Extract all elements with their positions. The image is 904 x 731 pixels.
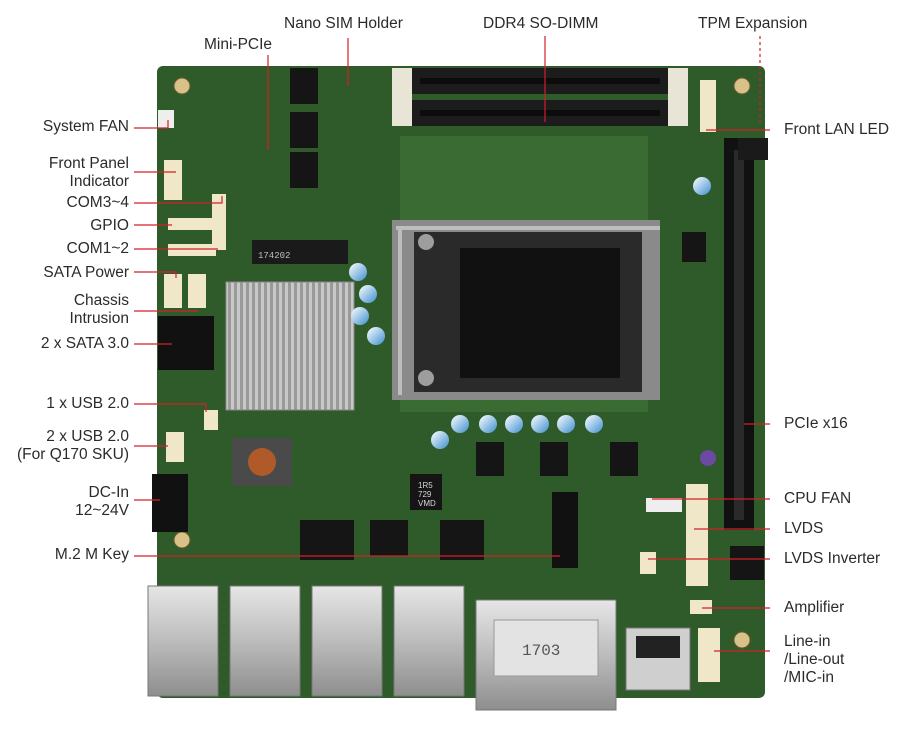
label-usb20-dual: 2 x USB 2.0(For Q170 SKU) xyxy=(17,428,129,463)
label-front-lan-led: Front LAN LED xyxy=(784,121,890,138)
ic-chips xyxy=(290,68,764,580)
cpu-socket xyxy=(392,220,660,400)
inductor-mark-3: VMD xyxy=(418,499,436,508)
label-lvds-inverter: LVDS Inverter xyxy=(784,550,881,567)
capacitors xyxy=(349,177,716,466)
pcie-x16-slot xyxy=(724,138,768,530)
audio-header xyxy=(698,628,720,682)
mini-pcie-slot xyxy=(252,240,348,264)
dimm-slots xyxy=(392,68,688,126)
inductor-mark-2: 729 xyxy=(418,490,432,499)
label-pcie-x16: PCIe x16 xyxy=(784,415,848,432)
rear-io xyxy=(147,585,691,711)
mounting-holes xyxy=(173,77,751,649)
left-connectors xyxy=(152,110,226,532)
label-com1-2: COM1~2 xyxy=(66,240,129,257)
coil xyxy=(248,448,276,476)
label-lvds: LVDS xyxy=(784,520,824,537)
lvds-connector xyxy=(686,484,708,586)
label-system-fan: System FAN xyxy=(42,118,129,135)
label-sata30: 2 x SATA 3.0 xyxy=(40,335,129,352)
heatsink xyxy=(225,281,355,411)
label-usb20-single: 1 x USB 2.0 xyxy=(46,395,129,412)
lvds-inverter-connector xyxy=(640,552,656,574)
tpm-header xyxy=(700,80,716,132)
label-cpu-fan: CPU FAN xyxy=(784,490,852,507)
label-nano-sim-holder: Nano SIM Holder xyxy=(284,15,403,32)
label-sata-power: SATA Power xyxy=(43,264,129,281)
label-amplifier: Amplifier xyxy=(784,599,845,616)
label-m2-m-key: M.2 M Key xyxy=(54,546,129,563)
amplifier-connector xyxy=(690,600,712,614)
label-tpm-expansion: TPM Expansion xyxy=(698,15,808,32)
label-ddr4-so-dimm: DDR4 SO-DIMM xyxy=(483,15,599,32)
label-gpio: GPIO xyxy=(90,217,129,234)
leader-lines xyxy=(134,36,770,652)
label-mini-pcie: Mini-PCIe xyxy=(204,36,273,53)
dimm-chip-text: 174202 xyxy=(258,251,290,261)
label-com3-4: COM3~4 xyxy=(66,194,129,211)
inductor-mark-1: 1R5 xyxy=(418,481,433,490)
cpu-fan-connector xyxy=(646,498,682,512)
m2-slot xyxy=(552,492,578,568)
label-line-in: Line-in/Line-out/MIC-in xyxy=(784,633,845,686)
vga-label: 1703 xyxy=(522,642,560,660)
